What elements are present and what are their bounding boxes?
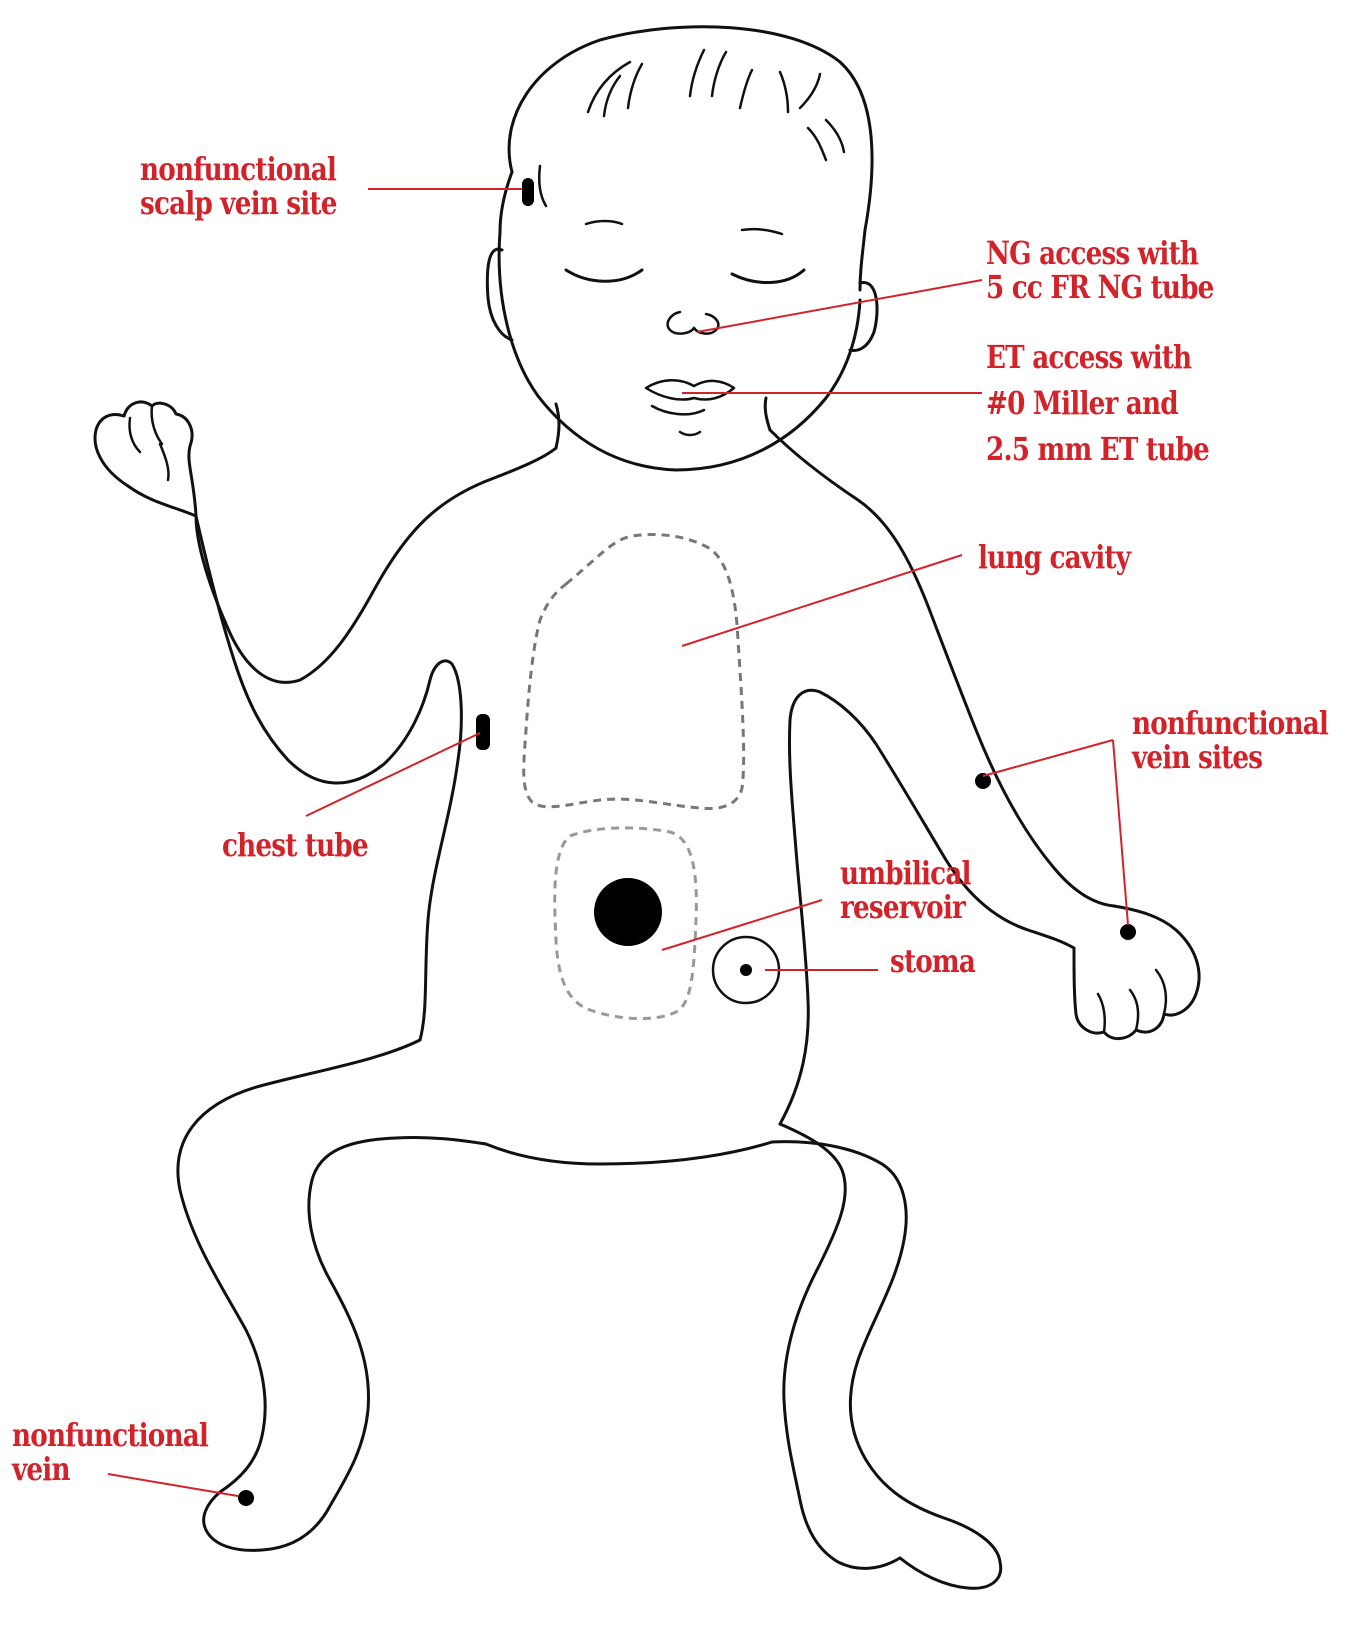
label-line: ET access with xyxy=(986,334,1209,380)
label-scalp-vein: nonfunctional scalp vein site xyxy=(140,152,337,220)
label-line: vein xyxy=(12,1452,208,1486)
label-et-access: ET access with #0 Miller and 2.5 mm ET t… xyxy=(986,334,1209,472)
chest-tube-marker xyxy=(476,714,490,750)
ng-leader xyxy=(697,280,982,332)
umbilical-reservoir-marker xyxy=(594,878,662,946)
infant-head xyxy=(487,27,877,470)
label-line: NG access with xyxy=(986,236,1214,270)
label-umbilical-reservoir: umbilical reservoir xyxy=(840,856,971,924)
label-line: vein sites xyxy=(1132,740,1328,774)
label-line: #0 Miller and xyxy=(986,380,1209,426)
label-line: nonfunctional xyxy=(12,1418,208,1452)
label-line: chest tube xyxy=(222,828,368,862)
chest-tube-leader xyxy=(306,733,480,816)
label-chest-tube: chest tube xyxy=(222,828,368,862)
scalp-vein-marker xyxy=(522,178,534,206)
infant-body xyxy=(95,398,1199,1588)
label-line: lung cavity xyxy=(978,540,1130,574)
label-line: nonfunctional xyxy=(1132,706,1328,740)
label-line: stoma xyxy=(890,944,975,978)
label-ng-access: NG access with 5 cc FR NG tube xyxy=(986,236,1214,304)
label-line: umbilical xyxy=(840,856,971,890)
wrist-vein-marker xyxy=(1120,924,1136,940)
label-line: nonfunctional xyxy=(140,152,337,186)
label-line: 2.5 mm ET tube xyxy=(986,426,1209,472)
label-line: reservoir xyxy=(840,890,971,924)
foot-vein-marker xyxy=(238,1490,254,1506)
label-line: 5 cc FR NG tube xyxy=(986,270,1214,304)
umbilical-leader xyxy=(662,900,822,950)
label-line: scalp vein site xyxy=(140,186,337,220)
vein-sites-leader-b xyxy=(1113,740,1128,925)
label-lung-cavity: lung cavity xyxy=(978,540,1130,574)
vein-sites-leader-a xyxy=(983,740,1113,776)
label-stoma: stoma xyxy=(890,944,975,978)
label-vein-sites: nonfunctional vein sites xyxy=(1132,706,1328,774)
lung-cavity-outline xyxy=(524,535,744,809)
stoma-dot xyxy=(740,964,752,976)
label-foot-vein: nonfunctional vein xyxy=(12,1418,208,1486)
